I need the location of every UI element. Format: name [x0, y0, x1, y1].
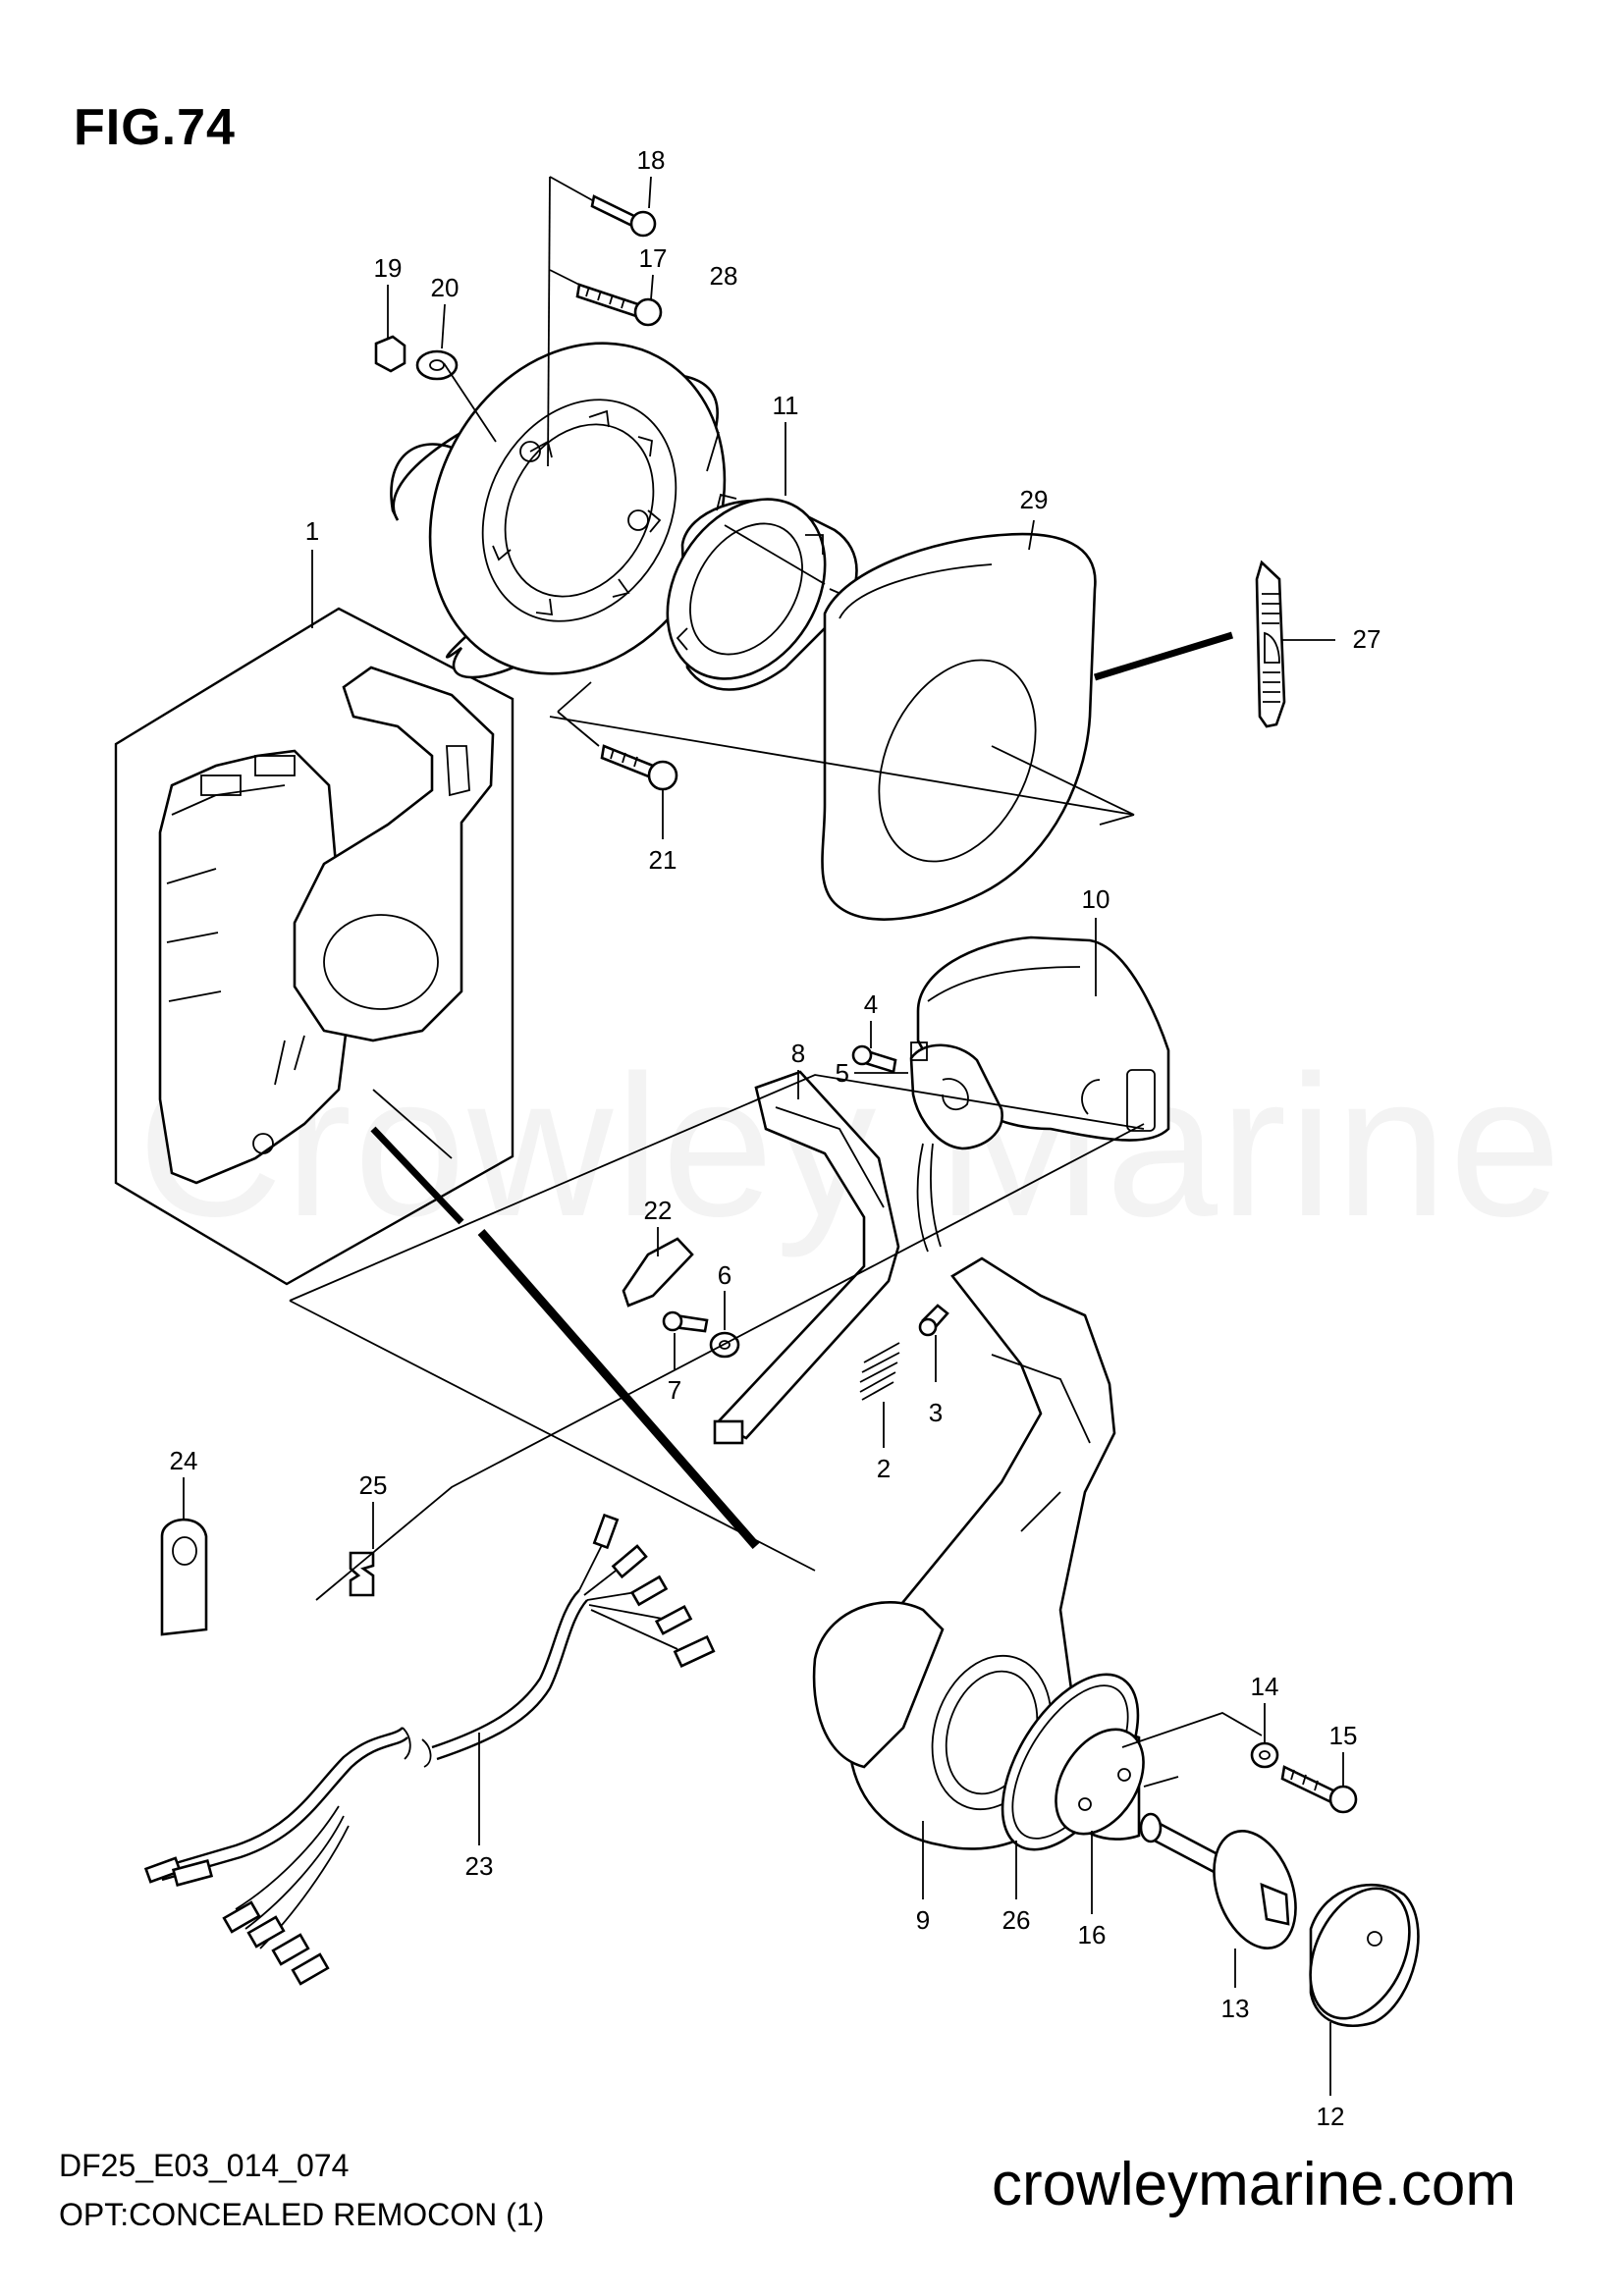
part-number-2: 2 [877, 1454, 891, 1483]
part-number-18: 18 [637, 145, 666, 175]
part-number-24: 24 [170, 1446, 198, 1475]
part-number-14: 14 [1251, 1672, 1279, 1701]
part-number-21: 21 [649, 845, 677, 875]
website-label: crowleymarine.com [992, 2151, 1517, 2218]
cap-drawing [1309, 1883, 1420, 2027]
part-number-25: 25 [359, 1470, 388, 1500]
part-number-7: 7 [668, 1375, 681, 1405]
neutral-switch-drawing [909, 1041, 1003, 1253]
part-number-16: 16 [1078, 1920, 1107, 1949]
part-number-29: 29 [1020, 485, 1049, 514]
part-number-22: 22 [644, 1196, 673, 1225]
part-number-12: 12 [1317, 2102, 1345, 2131]
part-number-19: 19 [374, 253, 403, 283]
small-parts-drawing [160, 194, 1358, 1814]
part-number-4: 4 [864, 989, 878, 1019]
part-number-26: 26 [1002, 1905, 1031, 1935]
diagram-code: DF25_E03_014_074 [59, 2148, 350, 2183]
wiring-harness-drawing [143, 1513, 716, 1986]
part-number-27: 27 [1353, 624, 1381, 654]
grommet-drawing [821, 532, 1097, 921]
part-number-6: 6 [718, 1260, 731, 1290]
part-number-23: 23 [465, 1851, 494, 1881]
part-number-11: 11 [773, 391, 799, 420]
part-number-5: 5 [836, 1058, 849, 1088]
retainer-ring-drawing [666, 493, 858, 691]
throttle-arm-drawing [713, 1070, 900, 1445]
control-lever-drawing [812, 1256, 1116, 1850]
callout-lines [183, 176, 1344, 2096]
figure-title: FIG.74 [74, 99, 236, 156]
cam-plate-drawing [1055, 1728, 1145, 1841]
part-number-1: 1 [305, 516, 319, 546]
part-number-8: 8 [791, 1039, 805, 1068]
leader-lines [289, 176, 1263, 1788]
remote-control-housing-drawing [114, 607, 514, 1286]
part-number-28: 28 [710, 261, 738, 291]
shaft-drawing [1139, 1812, 1297, 1949]
part-callouts: 1 2 3 4 5 6 7 8 9 10 11 12 13 14 15 16 1… [170, 145, 1381, 2131]
part-number-15: 15 [1329, 1721, 1358, 1750]
part-number-17: 17 [639, 243, 668, 273]
part-number-9: 9 [916, 1905, 930, 1935]
part-number-10: 10 [1082, 884, 1110, 914]
part-number-20: 20 [431, 273, 460, 302]
part-number-13: 13 [1221, 1994, 1250, 2023]
part-number-3: 3 [929, 1398, 943, 1427]
diagram-caption: OPT:CONCEALED REMOCON (1) [59, 2197, 545, 2232]
